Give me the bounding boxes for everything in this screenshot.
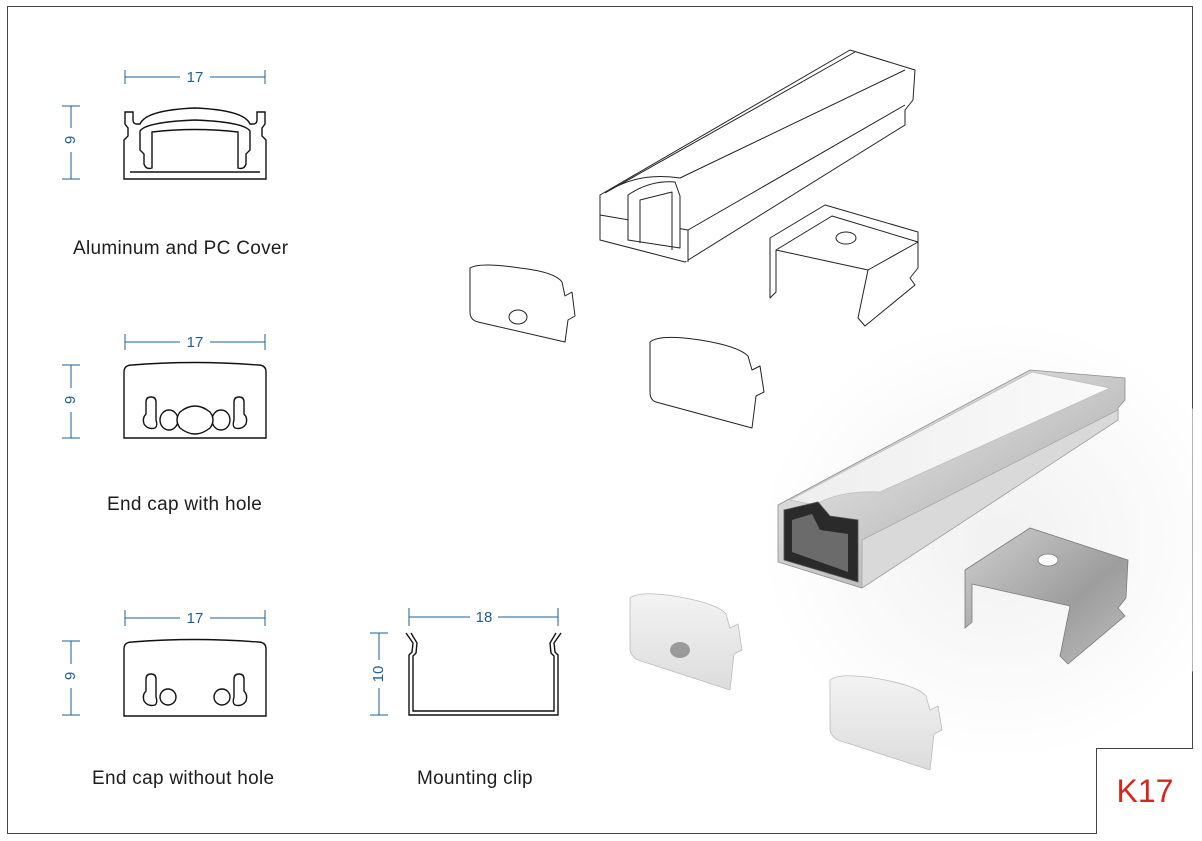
endcap-nohole-height-dimension: 9 [62,640,80,716]
endcap-hole-height-dimension: 9 [62,364,80,439]
rendered-endcap-hole-circle [670,642,690,658]
endcap-hole-left-circle [159,409,179,431]
caption-profile: Aluminum and PC Cover [73,238,289,259]
endcap-hole-right-circle [211,409,231,431]
caption-endcap-hole: End cap with hole [107,494,263,515]
endcap-nohole-right-circle [213,688,231,706]
endcap-nohole-right-notch [232,673,248,707]
endcap-nohole-drawing: 17 9 [62,610,267,717]
profile-width-label: 17 [187,69,204,86]
endcap-nohole-width-label: 17 [187,610,204,627]
model-code: K17 [1116,773,1174,809]
profile-drawing: 17 9 [62,69,267,180]
profile-height-dimension: 9 [62,105,80,180]
iso-clip-hole [835,231,857,245]
rendered-profile-cover [788,371,1112,506]
model-code-box: K17 [1096,748,1193,834]
clip-width-label: 18 [476,609,493,626]
endcap-nohole-left-circle [159,688,177,706]
profile-width-dimension: 17 [124,69,266,86]
endcap-hole-center-hole [176,405,214,435]
caption-clip: Mounting clip [417,768,533,789]
clip-height-label: 10 [370,666,387,683]
endcap-hole-drawing: 17 9 [62,334,267,439]
clip-width-dimension: 18 [408,608,559,626]
rendered-endcap-hole [629,593,743,691]
clip-height-dimension: 10 [370,632,388,716]
rendered-clip [964,527,1129,665]
endcap-nohole-height-label: 9 [62,672,79,680]
clip-drawing: 18 10 [370,608,562,716]
iso-endcap-hole-circle [508,309,528,325]
isometric-line-view [469,49,919,429]
endcap-nohole-left-notch [142,673,158,707]
endcap-hole-right-notch [232,396,248,430]
endcap-hole-width-dimension: 17 [124,334,266,351]
rendered-clip-hole [1037,553,1059,567]
endcap-nohole-outline [123,638,267,717]
profile-channel-outline [139,119,251,170]
rendered-endcap-nohole [829,675,943,771]
iso-profile-top [599,51,906,262]
rendered-profile-body [777,369,1126,589]
endcap-nohole-width-dimension: 17 [124,610,266,627]
rendered-profile-side [861,409,1119,589]
iso-endcap-nohole [649,336,765,429]
endcap-hole-width-label: 17 [187,334,204,351]
profile-height-label: 9 [62,136,79,144]
rendered-product-view [629,320,1202,771]
caption-endcap-nohole: End cap without hole [92,768,275,789]
iso-endcap-hole [469,264,576,343]
endcap-hole-left-notch [142,396,158,430]
endcap-hole-height-label: 9 [62,396,79,404]
rendered-profile-inner [792,514,848,572]
iso-profile-channel [627,181,681,250]
clip-outline [405,632,562,716]
